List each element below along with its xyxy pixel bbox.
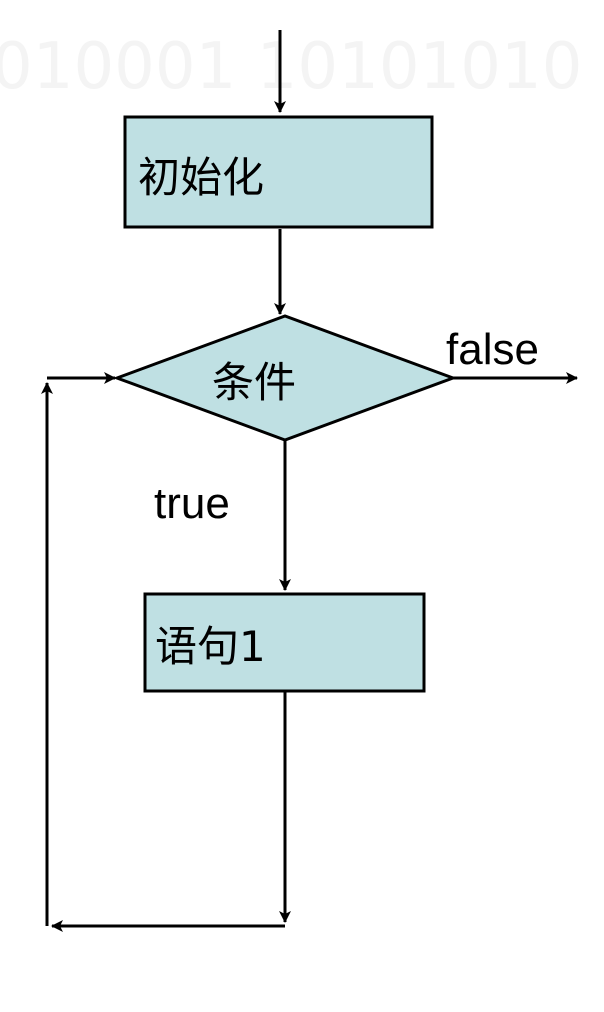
false-label: false [446,325,539,374]
condition-label: 条件 [212,358,296,407]
statement-box [143,592,426,693]
true-label: true [154,479,230,528]
init-box [123,115,434,229]
statement-label: 语句1 [155,622,266,671]
background-binary-text: 010001 10101010 [0,30,582,104]
init-label: 初始化 [138,153,264,202]
